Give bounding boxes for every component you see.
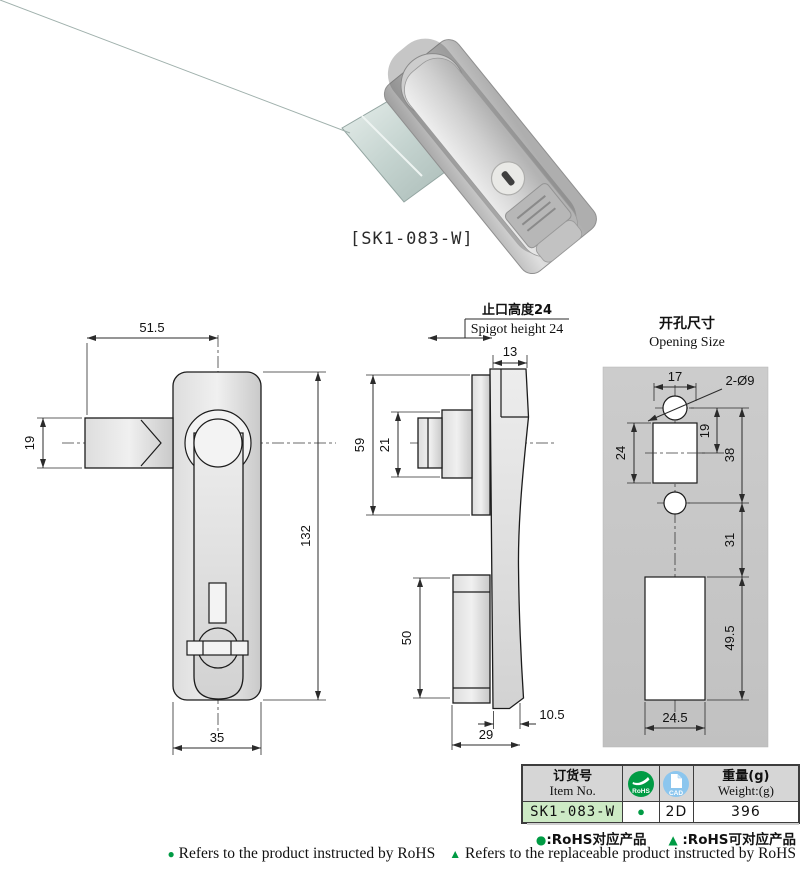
- dim-19b: 19: [697, 424, 712, 438]
- front-view-dimensions: 51.5 19 132 35: [22, 320, 326, 755]
- dim-35: 35: [210, 730, 224, 745]
- legend-cn-dot-text: :RoHS对应产品: [546, 832, 647, 848]
- cell-item-no: SK1-083-W: [521, 801, 624, 823]
- dim-29: 29: [479, 727, 493, 742]
- weight-en: Weight:(g): [717, 783, 774, 798]
- handle-tip: [535, 220, 583, 263]
- spigot-label-cn: 止口高度24: [482, 302, 552, 318]
- spec-table: 订货号 Item No. RoHS CAD 重量(g): [521, 764, 800, 824]
- dim-19: 19: [22, 436, 37, 450]
- item-no-cn: 订货号: [553, 769, 593, 784]
- dot-icon-en: ●: [167, 847, 175, 861]
- dim-21: 21: [377, 438, 392, 452]
- dim-38: 38: [722, 448, 737, 462]
- side-view: 止口高度24 Spigot height 24 13: [352, 302, 569, 750]
- legend-cn-tri-text: :RoHS可对应产品: [682, 832, 796, 848]
- dim-13: 13: [503, 344, 517, 359]
- shaft-cap-side: [417, 417, 443, 469]
- dim-24: 24: [613, 446, 628, 460]
- key-icon: [0, 0, 457, 203]
- lock-body: [383, 38, 597, 275]
- legend-en: ● Refers to the product instructed by Ro…: [168, 845, 796, 863]
- dim-49-5: 49.5: [722, 625, 737, 650]
- rohs-icon: RoHS: [628, 770, 655, 797]
- key-shaft-front: [84, 417, 174, 469]
- item-no-en: Item No.: [549, 783, 596, 798]
- technical-drawings: 51.5 19 132 35 止口高度24 Spigot height 24: [22, 302, 769, 755]
- legend-en-tri-text: Refers to the replaceable product instru…: [465, 845, 796, 862]
- dim-17: 17: [668, 369, 682, 384]
- side-view-dimensions: 13 59 21 50 10.5 29: [352, 344, 565, 750]
- mount-hole-bottom: [663, 491, 687, 515]
- opening-dimensions: 17 2-Ø9 19 24 38 31 49.5: [613, 369, 754, 735]
- product-code-label: [SK1-083-W]: [350, 229, 474, 249]
- cad-icon: CAD: [663, 770, 690, 797]
- product-photo: [0, 0, 597, 275]
- key-slot: [501, 171, 515, 186]
- spigot-label-en: Spigot height 24: [471, 322, 564, 337]
- legend-en-dot-text: Refers to the product instructed by RoHS: [178, 845, 436, 862]
- weight-cn: 重量(g): [722, 769, 770, 784]
- legend-cn: ●:RoHS对应产品 ▲ :RoHS可对应产品: [536, 828, 796, 848]
- dim-59: 59: [352, 438, 367, 452]
- dim-132: 132: [298, 525, 313, 547]
- latch-housing-side: [452, 574, 491, 704]
- cam-bar-front: [186, 640, 249, 656]
- opening-size-view: 开孔尺寸 Opening Size 17 2-Ø9 19: [602, 315, 769, 748]
- table-shadow: [527, 823, 799, 825]
- dim-2-d9: 2-Ø9: [726, 373, 755, 388]
- dot-icon: ●: [535, 833, 547, 847]
- front-view: 51.5 19 132 35: [22, 320, 336, 755]
- dim-10-5: 10.5: [539, 707, 564, 722]
- opening-title-en: Opening Size: [649, 335, 725, 350]
- top-housing-side: [471, 374, 491, 516]
- keyslot-front: [208, 582, 227, 624]
- header-weight: 重量(g) Weight:(g): [692, 764, 800, 802]
- latch-cutout: [644, 576, 706, 701]
- header-item-no: 订货号 Item No.: [521, 764, 624, 802]
- opening-title-cn: 开孔尺寸: [659, 315, 715, 332]
- mount-hole-top: [662, 395, 688, 421]
- svg-text:RoHS: RoHS: [632, 788, 650, 795]
- cell-cad: 2D: [658, 801, 694, 823]
- triangle-icon-en: ▲: [449, 847, 462, 861]
- ring-inner-front: [193, 418, 243, 468]
- cylinder-side: [441, 409, 473, 479]
- cell-weight: 396: [692, 801, 800, 823]
- dim-31: 31: [722, 533, 737, 547]
- svg-text:CAD: CAD: [669, 790, 683, 797]
- cell-rohs-dot: ●: [622, 801, 660, 823]
- front-plate-side: [489, 368, 530, 710]
- header-cad: CAD: [658, 764, 694, 802]
- dim-24-5: 24.5: [662, 710, 687, 725]
- dim-50: 50: [399, 631, 414, 645]
- dim-51-5: 51.5: [139, 320, 164, 335]
- header-rohs: RoHS: [622, 764, 660, 802]
- triangle-icon: ▲: [668, 833, 678, 847]
